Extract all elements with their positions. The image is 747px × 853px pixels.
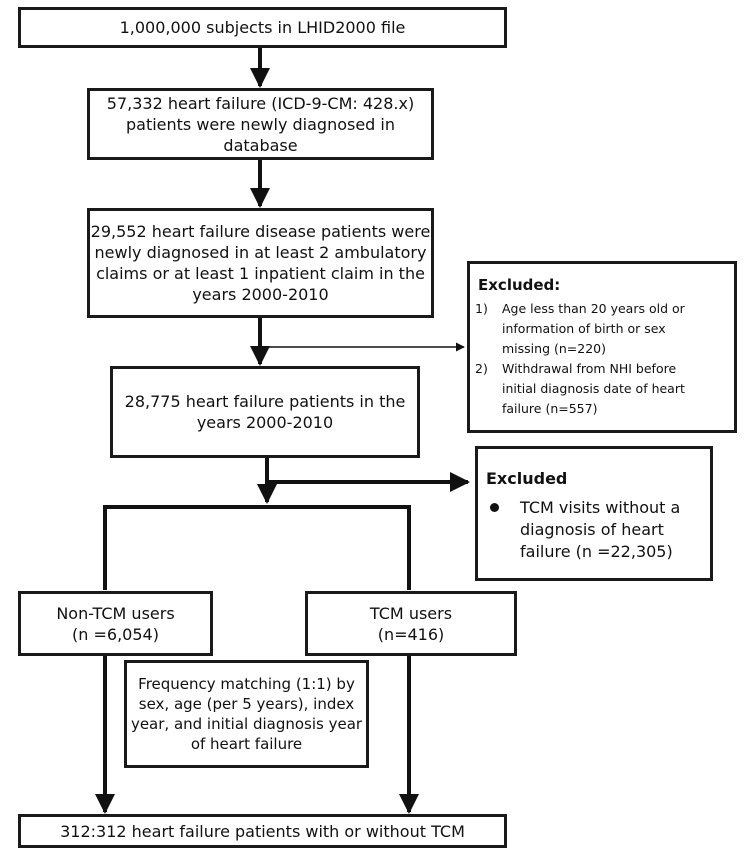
box-ambulatory-claims-line: 29,552 heart failure disease patients we… (90, 222, 431, 241)
excluded-2-line: failure (n =22,305) (520, 542, 673, 561)
box-heart-failure-patients: 28,775 heart failure patients in the yea… (110, 366, 420, 458)
box-non-tcm-users-line: (n =6,054) (72, 624, 159, 644)
excluded-2-title: Excluded (486, 469, 568, 488)
excluded-1-item-line: information of birth or sex (502, 321, 666, 336)
excluded-1-title: Excluded: (478, 276, 561, 294)
box-ambulatory-claims-line: years 2000-2010 (192, 285, 329, 304)
box-final-cohort-text: 312:312 heart failure patients with or w… (60, 821, 465, 841)
box-frequency-matching-line: of heart failure (190, 735, 303, 753)
box-non-tcm-users-line: Non-TCM users (56, 603, 175, 623)
excluded-box-2: Excluded TCM visits without a diagnosis … (475, 446, 713, 581)
box-frequency-matching-line: year, and initial diagnosis year (130, 715, 363, 733)
bullet-icon (490, 503, 499, 512)
excluded-1-item-number: 1) (475, 301, 488, 316)
box-non-tcm-users: Non-TCM users (n =6,054) (18, 591, 213, 656)
box-final-cohort: 312:312 heart failure patients with or w… (18, 814, 507, 848)
box-heart-failure-patients-line: 28,775 heart failure patients in the (124, 392, 406, 411)
box-heart-failure-patients-line: years 2000-2010 (196, 413, 334, 432)
excluded-1-item-number: 2) (475, 361, 488, 376)
excluded-1-item-line: initial diagnosis date of heart (502, 381, 685, 396)
box-newly-diagnosed-line: patients were newly diagnosed in (125, 114, 395, 134)
box-frequency-matching-line: Frequency matching (1:1) by (138, 675, 355, 693)
box-ambulatory-claims: 29,552 heart failure disease patients we… (87, 208, 434, 318)
excluded-2-line: TCM visits without a (520, 498, 681, 517)
box-frequency-matching-line: sex, age (per 5 years), index (138, 695, 355, 713)
box-tcm-users: TCM users (n=416) (305, 591, 517, 656)
box-ambulatory-claims-line: claims or at least 1 inpatient claim in … (96, 264, 425, 283)
excluded-box-1: Excluded: 1) Age less than 20 years old … (467, 261, 737, 433)
excluded-1-item-line: Withdrawal from NHI before (502, 361, 677, 376)
split-line (103, 505, 411, 590)
excluded-1-item-line: missing (n=220) (502, 341, 606, 356)
box-newly-diagnosed-line: 57,332 heart failure (ICD-9-CM: 428.x) (106, 93, 415, 113)
box-tcm-users-line: TCM users (369, 603, 453, 623)
box-newly-diagnosed-line: database (223, 135, 298, 155)
box-total-subjects-text: 1,000,000 subjects in LHID2000 file (119, 18, 406, 37)
excluded-1-item-line: failure (n=557) (502, 401, 598, 416)
excluded-1-item-line: Age less than 20 years old or (502, 301, 685, 316)
box-tcm-users-line: (n=416) (377, 624, 445, 644)
excluded-2-line: diagnosis of heart (520, 520, 664, 539)
box-total-subjects: 1,000,000 subjects in LHID2000 file (18, 7, 507, 48)
box-frequency-matching: Frequency matching (1:1) by sex, age (pe… (124, 660, 369, 768)
box-newly-diagnosed: 57,332 heart failure (ICD-9-CM: 428.x) p… (87, 88, 434, 160)
box-ambulatory-claims-line: newly diagnosed in at least 2 ambulatory (94, 243, 427, 262)
